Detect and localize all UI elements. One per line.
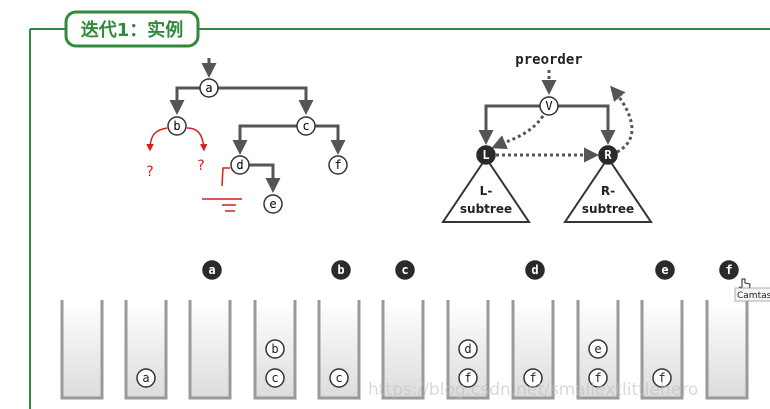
subtree-left-triangle: L- subtree: [441, 156, 531, 223]
svg-text:f: f: [334, 158, 341, 172]
stack-column: [188, 300, 232, 400]
svg-text:c: c: [302, 119, 309, 133]
tree-node-d: d: [230, 155, 250, 175]
svg-text:L: L: [482, 148, 489, 162]
left-subtree-label-line2: subtree: [460, 202, 512, 216]
svg-text:f: f: [464, 371, 471, 385]
visited-sequence: a b c d e f: [202, 260, 739, 280]
stack-item: f: [458, 368, 478, 388]
edge-c-d: [232, 124, 306, 155]
stack-column: f: [511, 300, 555, 400]
svg-text:f: f: [529, 371, 536, 385]
svg-text:e: e: [269, 197, 276, 211]
stack-column: a: [124, 300, 168, 400]
stack-item: f: [588, 368, 608, 388]
stack-column: fe: [576, 300, 620, 400]
stack-item: f: [523, 368, 543, 388]
stack-column: f: [640, 300, 684, 400]
svg-text:b: b: [173, 119, 180, 133]
tree-node-a: a: [199, 78, 219, 98]
svg-text:f: f: [725, 263, 732, 277]
tree-node-c: c: [296, 116, 316, 136]
preorder-diagram: preorder L- subtree R- subtree V L: [441, 52, 653, 223]
svg-text:b: b: [337, 263, 344, 277]
svg-text:R: R: [604, 148, 612, 162]
watermark-text: https://blog.csdn.net/smallextlittlehero: [368, 380, 698, 400]
stack-item: d: [458, 339, 478, 359]
binary-tree: a b c d f e ?: [146, 58, 348, 214]
title-box: 迭代1：实例: [64, 10, 200, 48]
tree-node-b: b: [167, 116, 187, 136]
stack-item: a: [136, 368, 156, 388]
node-l: L: [476, 145, 496, 165]
svg-text:c: c: [271, 371, 278, 385]
visited-node: f: [719, 260, 739, 280]
node-r: R: [598, 145, 618, 165]
right-subtree-label-line1: R-: [601, 184, 615, 198]
visited-node: b: [331, 260, 351, 280]
stack-item: c: [265, 368, 285, 388]
visited-node: a: [202, 260, 222, 280]
svg-text:a: a: [208, 263, 215, 277]
svg-text:d: d: [531, 263, 538, 277]
left-subtree-label-line1: L-: [480, 184, 493, 198]
edge-a-b: [169, 86, 209, 115]
svg-text:e: e: [661, 263, 668, 277]
visited-node: d: [525, 260, 545, 280]
stack-column: [705, 300, 749, 400]
svg-text:e: e: [594, 342, 601, 356]
right-subtree-label-line2: subtree: [582, 202, 634, 216]
question-mark-left: ?: [146, 164, 153, 180]
svg-text:c: c: [335, 371, 342, 385]
edge-d-e: [240, 163, 281, 193]
node-v: V: [539, 96, 559, 116]
stack-column: [60, 300, 104, 400]
stack-item: c: [329, 368, 349, 388]
svg-text:b: b: [271, 342, 278, 356]
stack-column: c: [317, 300, 361, 400]
stack-column: [381, 300, 425, 400]
stack-item: f: [652, 368, 672, 388]
svg-text:d: d: [236, 158, 243, 172]
stack-column: cb: [253, 300, 297, 400]
svg-text:d: d: [464, 342, 471, 356]
svg-text:c: c: [401, 263, 408, 277]
edge-a-c: [209, 86, 314, 115]
svg-text:a: a: [142, 371, 149, 385]
preorder-label: preorder: [515, 52, 582, 68]
edge-c-f: [306, 124, 346, 155]
svg-text:f: f: [594, 371, 601, 385]
tooltip-text: Camtasi: [737, 291, 770, 301]
svg-text:V: V: [545, 99, 552, 113]
subtree-right-triangle: R- subtree: [563, 156, 653, 223]
svg-text:f: f: [658, 371, 665, 385]
tooltip: Camtasi: [734, 287, 770, 302]
handwritten-annotations: [146, 127, 242, 212]
visited-node: c: [395, 260, 415, 280]
stack-item: b: [265, 339, 285, 359]
question-mark-right: ?: [197, 158, 204, 174]
tree-node-e: e: [263, 194, 283, 214]
stack-column: fd: [446, 300, 490, 400]
stack-item: e: [588, 339, 608, 359]
tree-node-f: f: [328, 155, 348, 175]
visited-node: e: [655, 260, 675, 280]
svg-text:a: a: [205, 81, 212, 95]
page-title: 迭代1：实例: [81, 19, 184, 41]
